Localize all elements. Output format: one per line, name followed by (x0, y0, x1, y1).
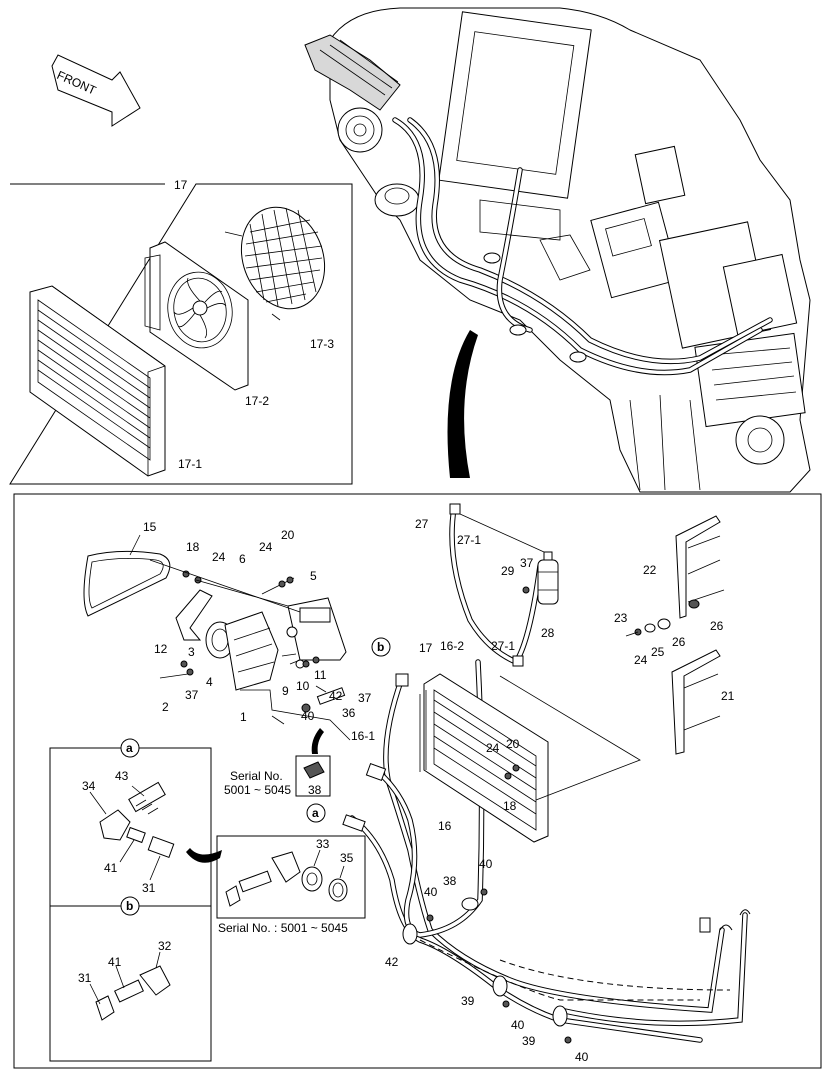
part-label: 24 (486, 741, 500, 755)
label-a-41: 41 (104, 861, 118, 875)
part-label: 40 (479, 857, 493, 871)
compressor-assembly (83, 534, 351, 741)
part-label: 42 (385, 955, 399, 969)
condenser-main (419, 673, 641, 843)
label-17-3: 17-3 (310, 337, 334, 351)
part-label: 27-1 (457, 533, 481, 547)
detail-ab-panel: a b 34 43 41 31 32 41 31 (49, 738, 212, 1062)
part-label: 20 (281, 528, 295, 542)
part-label: 37 (520, 556, 534, 570)
part-label: 17 (419, 641, 433, 655)
part-label: 26 (672, 635, 686, 649)
receiver-drier (459, 513, 559, 605)
part-label: 40 (424, 885, 438, 899)
serial-panel-small: Serial No. 5001 ~ 5045 38 (224, 728, 331, 797)
part-label: 2 (162, 700, 169, 714)
part-label: 37 (185, 688, 199, 702)
serial-small-line2: 5001 ~ 5045 (224, 783, 291, 797)
part-label: 25 (651, 645, 665, 659)
serial-callout-arrow (311, 728, 324, 754)
main-parts-frame (13, 493, 822, 1069)
part-label: 16-1 (351, 729, 375, 743)
part-label: 21 (721, 689, 735, 703)
part-label: 18 (186, 540, 200, 554)
mounting-brackets (625, 515, 725, 755)
part-label: 27-1 (491, 639, 515, 653)
part-label: 23 (614, 611, 628, 625)
label-17-1: 17-1 (178, 457, 202, 471)
part-label: 22 (643, 563, 657, 577)
part-label: 24 (634, 653, 648, 667)
part-label: 40 (301, 709, 315, 723)
serial-caption-large: Serial No. : 5001 ~ 5045 (218, 921, 348, 935)
part-label: 39 (461, 994, 475, 1008)
part-label: 4 (206, 675, 213, 689)
part-label: 24 (259, 540, 273, 554)
engine-illustration (304, 7, 811, 493)
serial-small-line1: Serial No. (230, 769, 283, 783)
label-b-31: 31 (78, 971, 92, 985)
part-label: 6 (239, 552, 246, 566)
group-17-number: 17 (174, 178, 188, 192)
part-label: 11 (314, 668, 327, 682)
label-a-31: 31 (142, 881, 156, 895)
detail-markers (306, 637, 391, 823)
callout-wedge (447, 330, 478, 478)
part-label: 12 (154, 642, 168, 656)
part-label: 39 (522, 1034, 536, 1048)
part-label: 9 (282, 684, 289, 698)
part-number-labels: 15 18 24 6 24 20 5 12 3 4 37 2 9 10 11 1… (143, 517, 735, 1064)
part-label: 3 (188, 645, 195, 659)
part-label: 18 (503, 799, 517, 813)
part-label: 1 (240, 710, 247, 724)
label-a-43: 43 (115, 769, 129, 783)
part-label: 15 (143, 520, 157, 534)
part-label: 40 (575, 1050, 589, 1064)
part-label: b (377, 640, 384, 654)
detail-callout-arrow (186, 848, 222, 863)
label-b-32: 32 (158, 939, 172, 953)
part-label: 27 (415, 517, 429, 531)
part-label: 40 (511, 1018, 525, 1032)
detail-a-marker: a (126, 741, 133, 755)
label-serial-33: 33 (316, 837, 330, 851)
part-label: 20 (506, 737, 520, 751)
part-label: 16-2 (440, 639, 464, 653)
part-label: 37 (358, 691, 372, 705)
label-b-41: 41 (108, 955, 122, 969)
group-17-panel: 17 17-1 17-2 17-3 (9, 178, 353, 485)
part-label: 24 (212, 550, 226, 564)
part-label: 38 (443, 874, 457, 888)
part-label: 5 (310, 569, 317, 583)
serial-panel-large: 33 35 Serial No. : 5001 ~ 5045 (216, 835, 366, 935)
part-label: 36 (342, 706, 356, 720)
part-label: a (312, 806, 319, 820)
front-arrow: FRONT (51, 54, 141, 127)
part-label: 26 (710, 619, 724, 633)
part-label: 42 (329, 689, 343, 703)
label-serial-35: 35 (340, 851, 354, 865)
part-label: 16 (438, 819, 452, 833)
label-a-34: 34 (82, 779, 96, 793)
serial-small-part: 38 (308, 783, 322, 797)
detail-b-marker: b (126, 899, 133, 913)
label-17-2: 17-2 (245, 394, 269, 408)
part-label: 29 (501, 564, 515, 578)
part-label: 10 (296, 679, 310, 693)
part-label: 28 (541, 626, 555, 640)
